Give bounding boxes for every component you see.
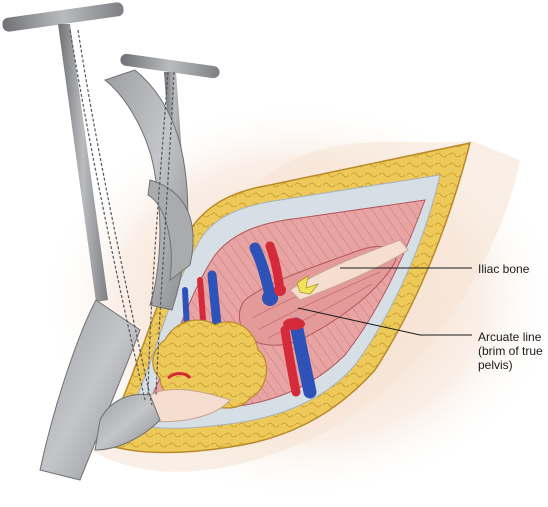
vein-knot <box>262 290 278 306</box>
label-arcuate-line-1: Arcuate line <box>478 330 542 344</box>
artery-knot <box>274 284 286 296</box>
peritoneal-fat <box>152 319 267 409</box>
retractor-icon <box>103 53 220 311</box>
iliac-bone <box>289 239 409 301</box>
label-arcuate-line-2: (brim of true <box>478 344 543 358</box>
ureter <box>296 275 320 295</box>
lower-blade <box>94 393 161 451</box>
retractor-icon <box>2 2 141 481</box>
pubic-bone <box>144 389 231 423</box>
label-arcuate-line: Arcuate line (brim of true pelvis) <box>478 330 543 372</box>
label-iliac-bone: Iliac bone <box>478 262 530 276</box>
leader-arcuate <box>297 307 472 336</box>
external-iliac-artery <box>280 325 301 397</box>
external-iliac-vein <box>289 317 317 399</box>
chain-icon <box>69 29 175 406</box>
small-artery <box>167 372 192 380</box>
vessel-lumen <box>283 318 305 330</box>
label-arcuate-line-3: pelvis) <box>478 358 513 372</box>
